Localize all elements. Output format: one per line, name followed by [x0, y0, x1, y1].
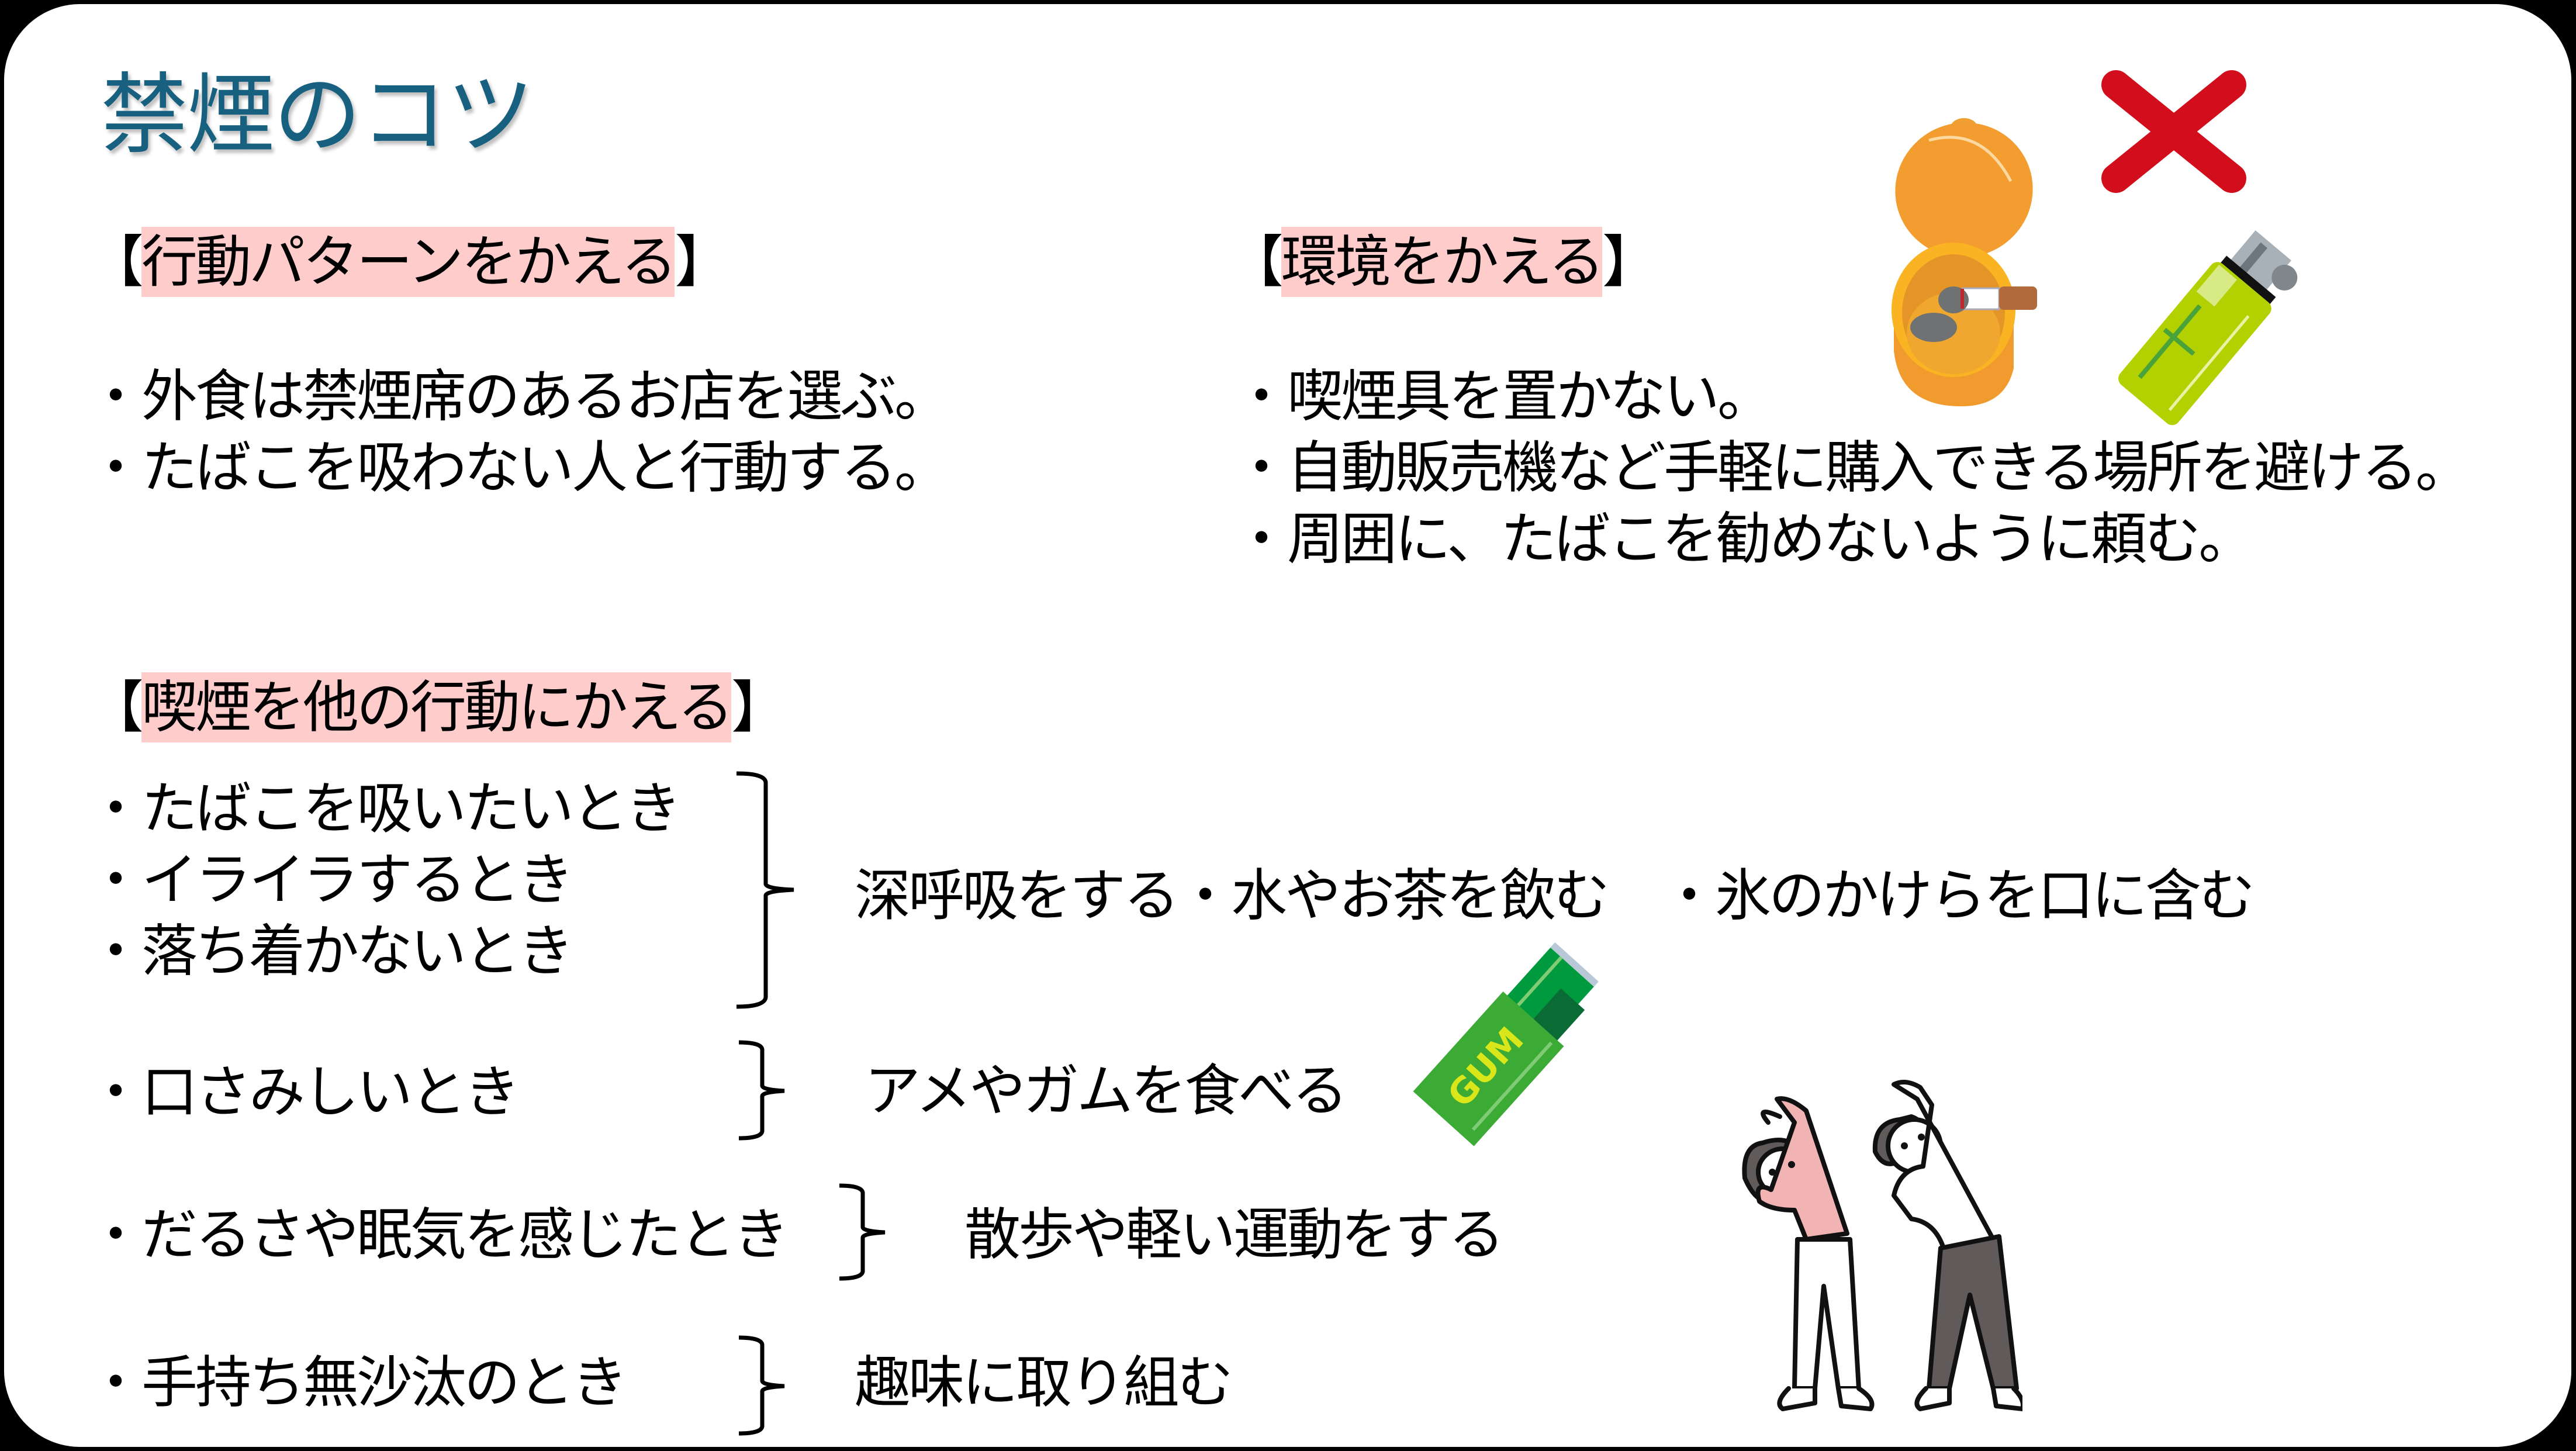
- action-text-3: 散歩や軽い運動をする: [964, 1202, 1505, 1267]
- bracket-close: 】: [1602, 229, 1658, 295]
- curly-brace-icon: [838, 1183, 903, 1281]
- behavior-list: ・外食は禁煙席のあるお店を選ぶ。 ・たばこを吸わない人と行動する。: [88, 364, 950, 511]
- red-x-icon: [2098, 67, 2250, 198]
- action-text-4: 趣味に取り組む: [855, 1350, 1233, 1415]
- list-item: ・自動販売機など手軽に購入できる場所を避ける。: [1233, 435, 2471, 500]
- list-item: ・外食は禁煙席のあるお店を選ぶ。: [88, 364, 950, 429]
- ashtray-icon: [1888, 117, 2157, 412]
- trigger-item: ・だるさや眠気を感じたとき: [88, 1202, 789, 1267]
- environment-list: ・喫煙具を置かない。 ・自動販売機など手軽に購入できる場所を避ける。 ・周囲に、…: [1233, 364, 2471, 582]
- trigger-item: ・落ち着かないとき: [88, 918, 574, 984]
- section-heading-substitute: 【喫煙を他の行動にかえる】: [88, 672, 787, 742]
- trigger-item: ・口さみしいとき: [88, 1059, 520, 1125]
- action-text-1: 深呼吸をする・水やお茶を飲む ・氷のかけらを口に含む: [855, 863, 2255, 928]
- bracket-open: 【: [88, 675, 144, 740]
- heading-highlight-text: 喫煙を他の行動にかえる: [141, 672, 734, 742]
- curly-brace-icon: [735, 771, 800, 1009]
- section-heading-environment: 【環境をかえる】: [1228, 227, 1658, 297]
- trigger-list-1: ・たばこを吸いたいとき ・イライラするとき ・落ち着かないとき: [88, 776, 682, 994]
- bracket-open: 【: [88, 229, 144, 295]
- trigger-item: ・イライラするとき: [88, 847, 574, 913]
- heading-highlight-text: 環境をかえる: [1281, 227, 1605, 297]
- trigger-item: ・たばこを吸いたいとき: [88, 776, 682, 841]
- curly-brace-icon: [738, 1040, 802, 1141]
- bracket-close: 】: [675, 229, 731, 295]
- trigger-item: ・手持ち無沙汰のとき: [88, 1350, 628, 1415]
- list-item: ・たばこを吸わない人と行動する。: [88, 435, 950, 500]
- bracket-open: 【: [1228, 229, 1284, 295]
- heading-highlight-text: 行動パターンをかえる: [141, 227, 677, 297]
- page-title: 禁煙のコツ: [101, 64, 534, 166]
- stretching-people-icon: [1719, 1064, 2025, 1429]
- list-item: ・喫煙具を置かない。: [1233, 364, 1773, 429]
- lighter-icon: [2098, 205, 2321, 441]
- section-heading-behavior: 【行動パターンをかえる】: [88, 227, 731, 297]
- list-item: ・周囲に、たばこを勧めないように頼む。: [1233, 506, 2255, 572]
- gum-icon: GUM: [1412, 924, 1616, 1160]
- bracket-close: 】: [731, 675, 787, 740]
- curly-brace-icon: [738, 1335, 802, 1436]
- action-text-2: アメやガムを食べる: [865, 1058, 1348, 1124]
